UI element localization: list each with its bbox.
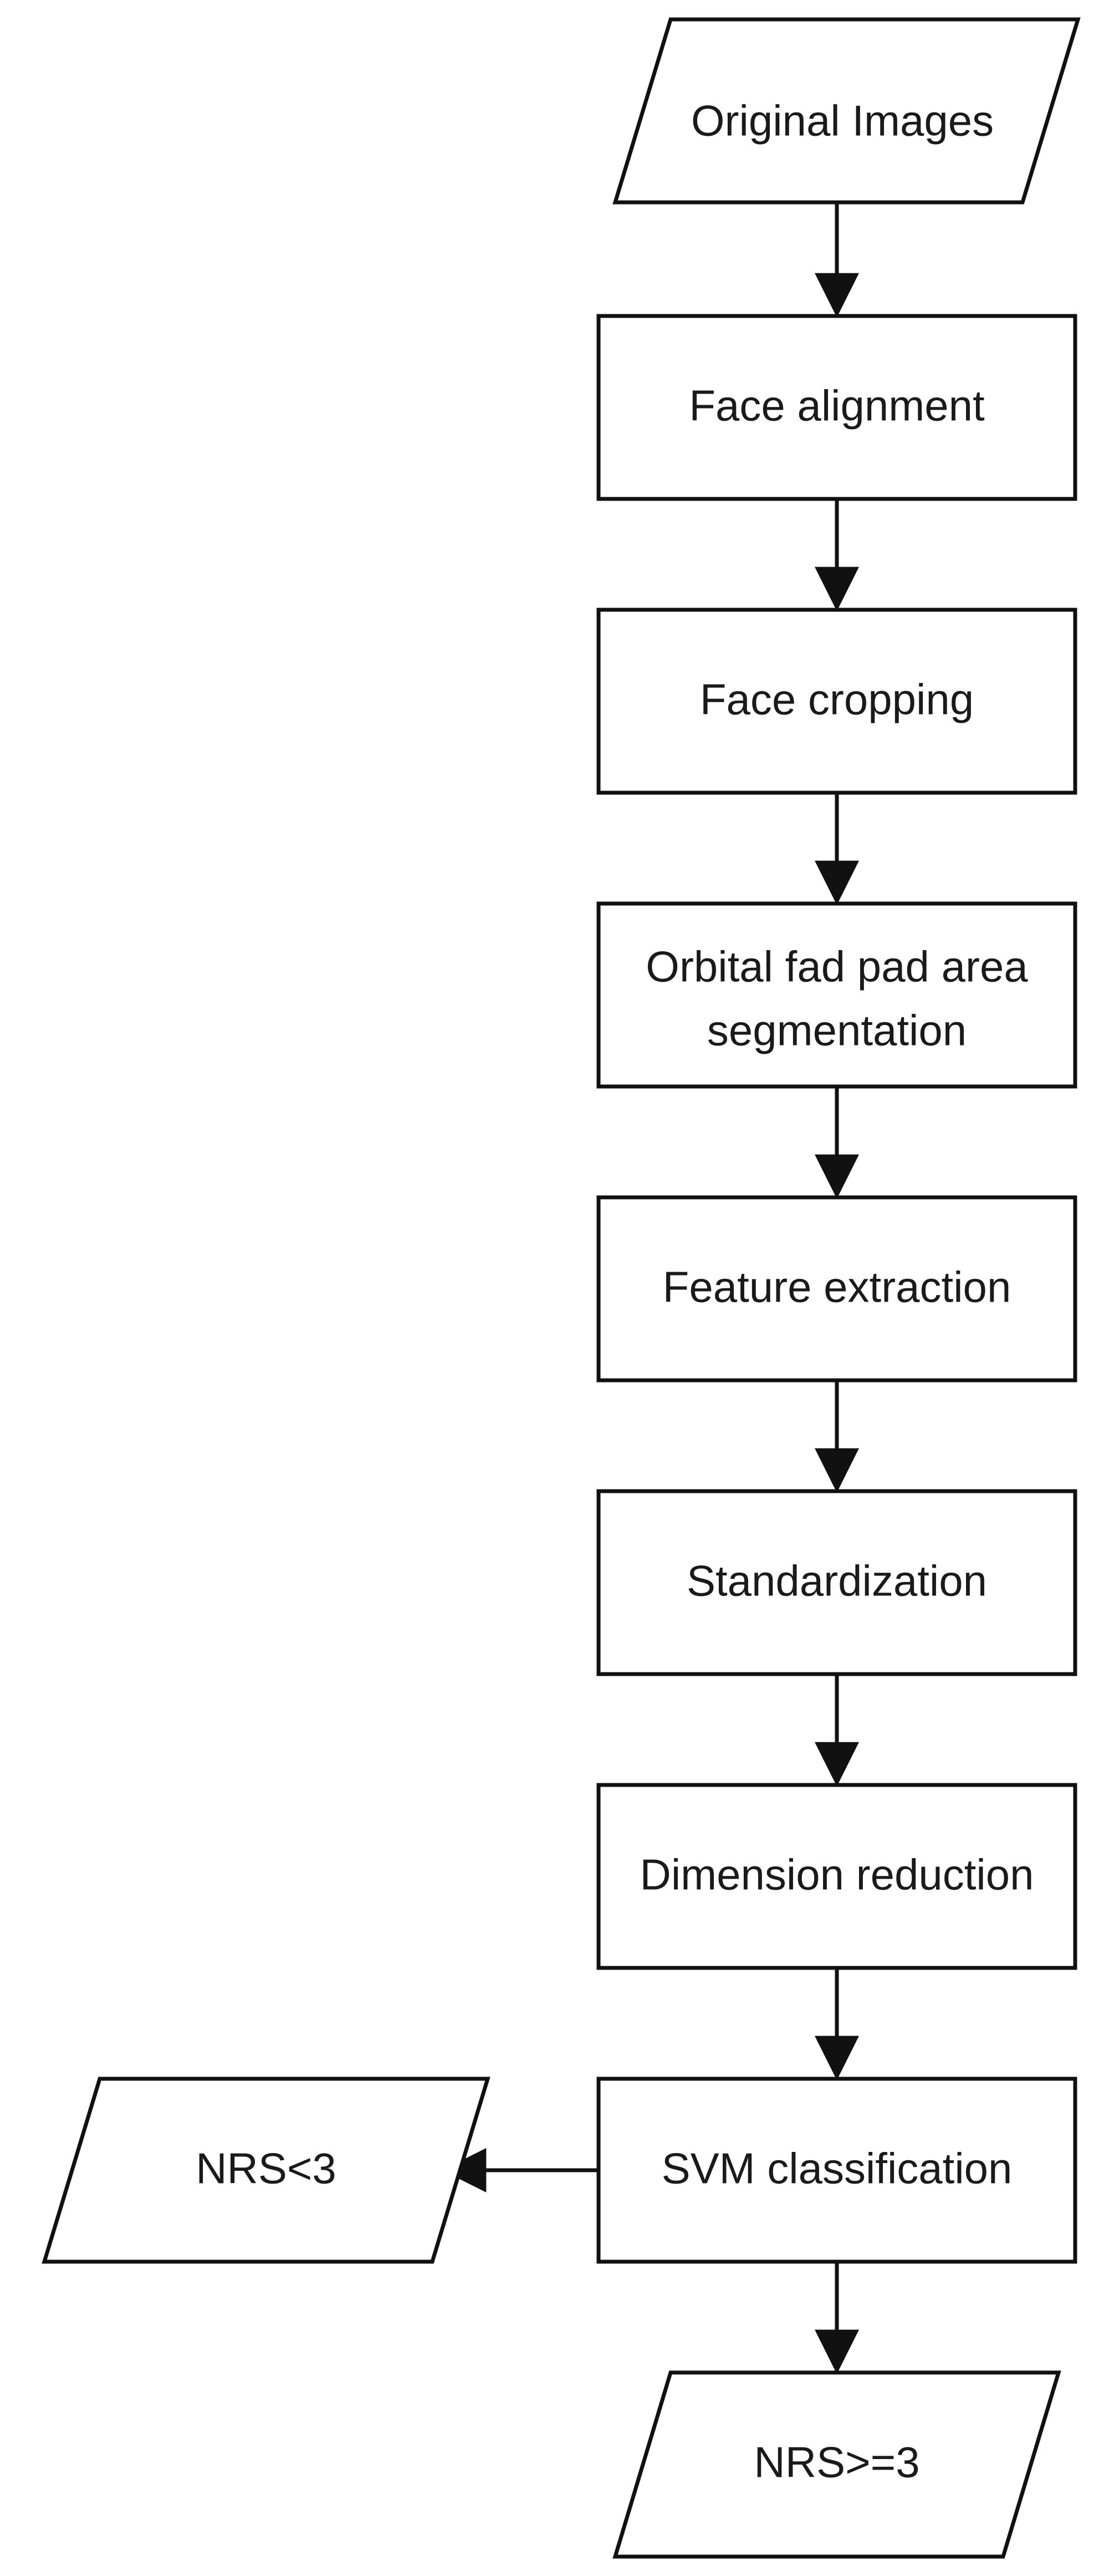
node-face-cropping: Face cropping (596, 608, 1077, 795)
feature-extraction-label: Feature extraction (663, 1263, 1011, 1312)
orbital-segmentation-label-line2: segmentation (707, 1006, 967, 1055)
standardization-label: Standardization (687, 1557, 987, 1605)
nrs-high-shape (612, 2370, 1061, 2559)
node-standardization: Standardization (596, 1489, 1077, 1676)
node-orbital-segmentation: Orbital fad pad area segmentation (596, 901, 1077, 1089)
orbital-segmentation-shape (596, 901, 1077, 1089)
original-images-label: Original Images (691, 96, 994, 145)
face-cropping-label: Face cropping (700, 675, 974, 724)
nrs-high-label: NRS>=3 (754, 2438, 919, 2487)
node-nrs-high: NRS>=3 (612, 2370, 1061, 2559)
nrs-low-shape (42, 2077, 490, 2264)
face-alignment-shape (596, 314, 1077, 501)
face-cropping-shape (596, 608, 1077, 795)
node-original-images: Original Images (612, 17, 1081, 205)
nrs-low-label: NRS<3 (196, 2144, 336, 2193)
node-face-alignment: Face alignment (596, 314, 1077, 501)
node-feature-extraction: Feature extraction (596, 1195, 1077, 1383)
svm-classification-shape (596, 2077, 1077, 2264)
feature-extraction-shape (596, 1195, 1077, 1383)
node-svm-classification: SVM classification (596, 2077, 1077, 2264)
node-dimension-reduction: Dimension reduction (596, 1783, 1077, 1970)
orbital-segmentation-label-line1: Orbital fad pad area (646, 942, 1028, 991)
svm-classification-label: SVM classification (662, 2144, 1013, 2193)
face-alignment-label: Face alignment (689, 381, 985, 430)
original-images-shape (612, 17, 1081, 205)
dimension-reduction-label: Dimension reduction (640, 1850, 1034, 1899)
node-nrs-low: NRS<3 (42, 2077, 490, 2264)
standardization-shape (596, 1489, 1077, 1676)
